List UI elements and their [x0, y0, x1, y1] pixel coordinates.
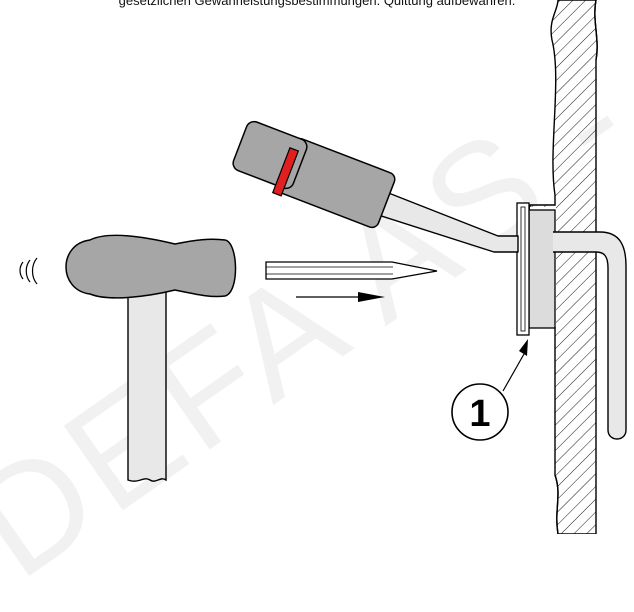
hammer	[65, 234, 237, 482]
callout-badge: 1	[451, 383, 509, 441]
bushing	[516, 202, 556, 336]
diagram-svg: 1	[19, 0, 627, 534]
callout-number: 1	[469, 393, 490, 435]
bent-tube	[553, 231, 627, 440]
insertion-tool	[232, 120, 519, 253]
caption: gesetzlichen Gewährleistungsbestimmungen…	[118, 0, 516, 8]
wall-section	[529, 0, 598, 534]
arrow-right-icon	[296, 292, 385, 302]
drift-punch	[265, 261, 438, 280]
vibration-waves-icon	[19, 257, 38, 285]
callout-leader	[502, 339, 528, 392]
